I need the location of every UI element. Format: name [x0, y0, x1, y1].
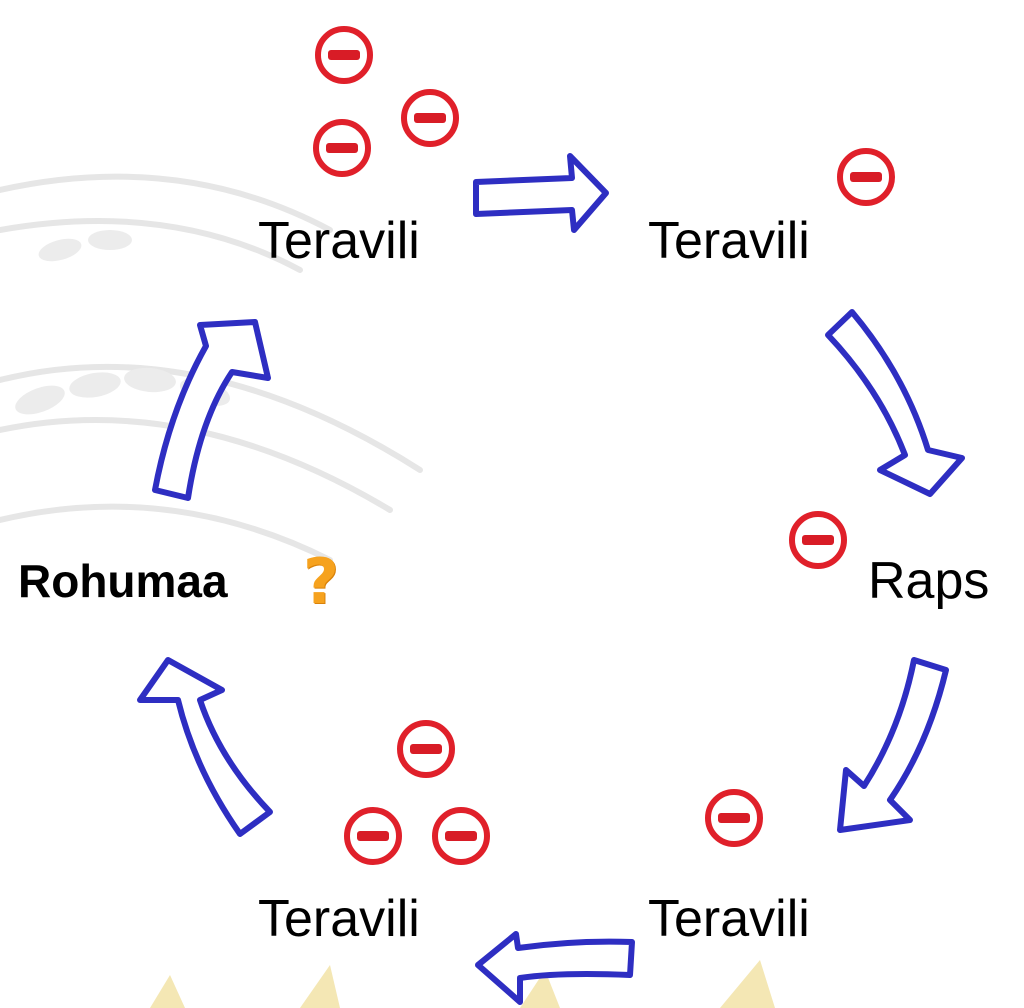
- arrow-n1-to-n2: [473, 153, 609, 233]
- minus-group-n3: [792, 514, 844, 566]
- minus-circle-icon: [708, 792, 760, 844]
- minus-group-n1: [316, 29, 456, 174]
- minus-circle-icon: [435, 810, 487, 862]
- node-label-n5: Teravili: [258, 890, 420, 948]
- arrow-n5-to-n6: [137, 657, 273, 837]
- minus-group-n2: [840, 151, 892, 203]
- minus-group-n4: [708, 792, 760, 844]
- node-label-n4: Teravili: [648, 890, 810, 948]
- node-label-n6: Rohumaa: [18, 555, 228, 607]
- minus-circle-icon: [404, 92, 456, 144]
- minus-circle-icon: [840, 151, 892, 203]
- node-label-n3: Raps: [868, 552, 990, 610]
- arrow-n2-to-n3: [825, 309, 965, 497]
- question-mark-icon: ?: [303, 545, 339, 618]
- minus-circle-icon: [318, 29, 370, 81]
- arrow-n6-to-n1: [152, 319, 271, 501]
- minus-circle-icon: [316, 122, 368, 174]
- arrow-n3-to-n4: [837, 657, 949, 833]
- arrow-n4-to-n5: [475, 931, 635, 1005]
- minus-circle-icon: [792, 514, 844, 566]
- minus-group-n5: [347, 723, 487, 862]
- minus-circle-icon: [347, 810, 399, 862]
- node-label-n2: Teravili: [648, 212, 810, 270]
- node-label-n1: Teravili: [258, 212, 420, 270]
- minus-circle-icon: [400, 723, 452, 775]
